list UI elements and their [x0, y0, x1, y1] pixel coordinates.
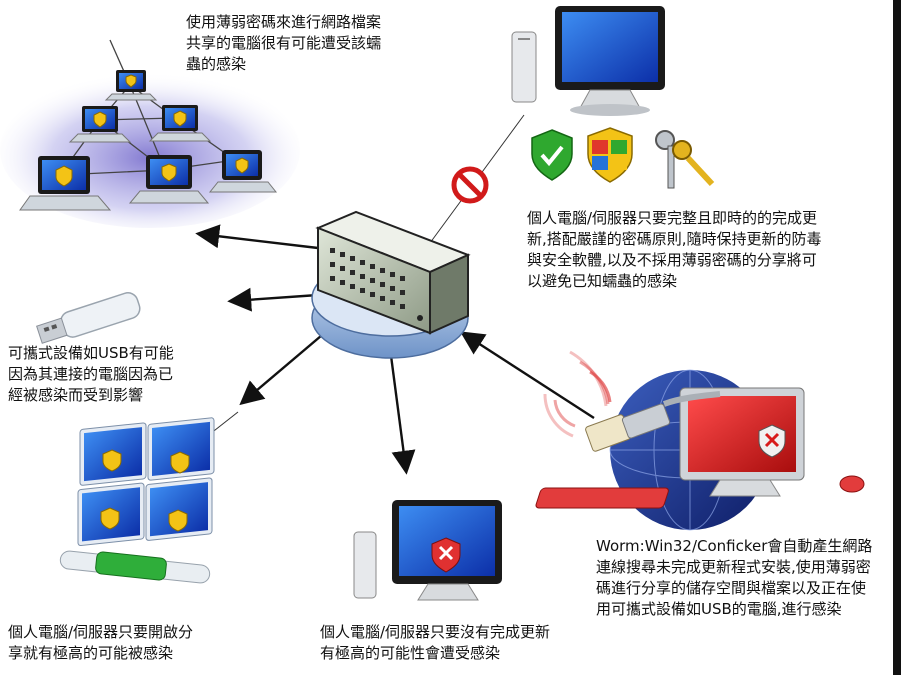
green-pipe-icon	[59, 550, 211, 584]
arrow-to-unpatched-pc	[388, 347, 416, 475]
laptop-icon	[68, 106, 132, 143]
network-laptops-illustration	[0, 39, 300, 228]
laptop-icon	[104, 70, 158, 101]
laptop-icon	[128, 155, 210, 204]
conficker-infected-computer-illustration	[535, 350, 865, 531]
central-network-hub	[311, 210, 471, 359]
network-cable-plug-icon	[585, 391, 721, 452]
usb-drive-icon	[36, 292, 141, 344]
keys-icon	[655, 130, 715, 189]
arrow-to-usb	[227, 287, 319, 312]
right-border	[893, 0, 901, 675]
arrow-to-shared-pcs	[239, 329, 329, 406]
arrows	[195, 224, 595, 475]
protected-pc-caption: 個人電腦/伺服器只要完整且即時的的完成更 新,搭配嚴謹的密碼原則,隨時保持更新的…	[527, 209, 822, 290]
unpatched-pc-caption: 個人電腦/伺服器只要沒有完成更新 有極高的可能性會遭受感染	[320, 623, 551, 662]
arrow-to-network	[195, 224, 319, 250]
laptop-icon	[19, 156, 112, 211]
usb-caption: 可攜式設備如USB有可能 因為其連接的電腦因為已 經被感染而受到影響	[8, 344, 174, 404]
arrow-from-conficker	[459, 331, 595, 420]
no-entry-icon	[451, 166, 489, 204]
windows-security-shield-icon	[587, 127, 633, 183]
shared-pc-caption: 個人電腦/伺服器只要開啟分 享就有極高的可能被感染	[8, 623, 194, 662]
laptop-icon	[208, 150, 278, 193]
network-share-caption: 使用薄弱密碼來進行網路檔案 共享的電腦很有可能遭受該蠕 蟲的感染	[186, 13, 382, 73]
conficker-caption: Worm:Win32/Conficker會自動產生網路 連線搜尋未完成更新程式安…	[596, 537, 873, 618]
green-shield-icon	[531, 129, 573, 181]
protected-computer-illustration	[511, 6, 665, 116]
laptop-icon	[148, 105, 212, 142]
shared-windows-illustration	[59, 417, 215, 584]
unpatched-computer-illustration	[353, 500, 502, 601]
